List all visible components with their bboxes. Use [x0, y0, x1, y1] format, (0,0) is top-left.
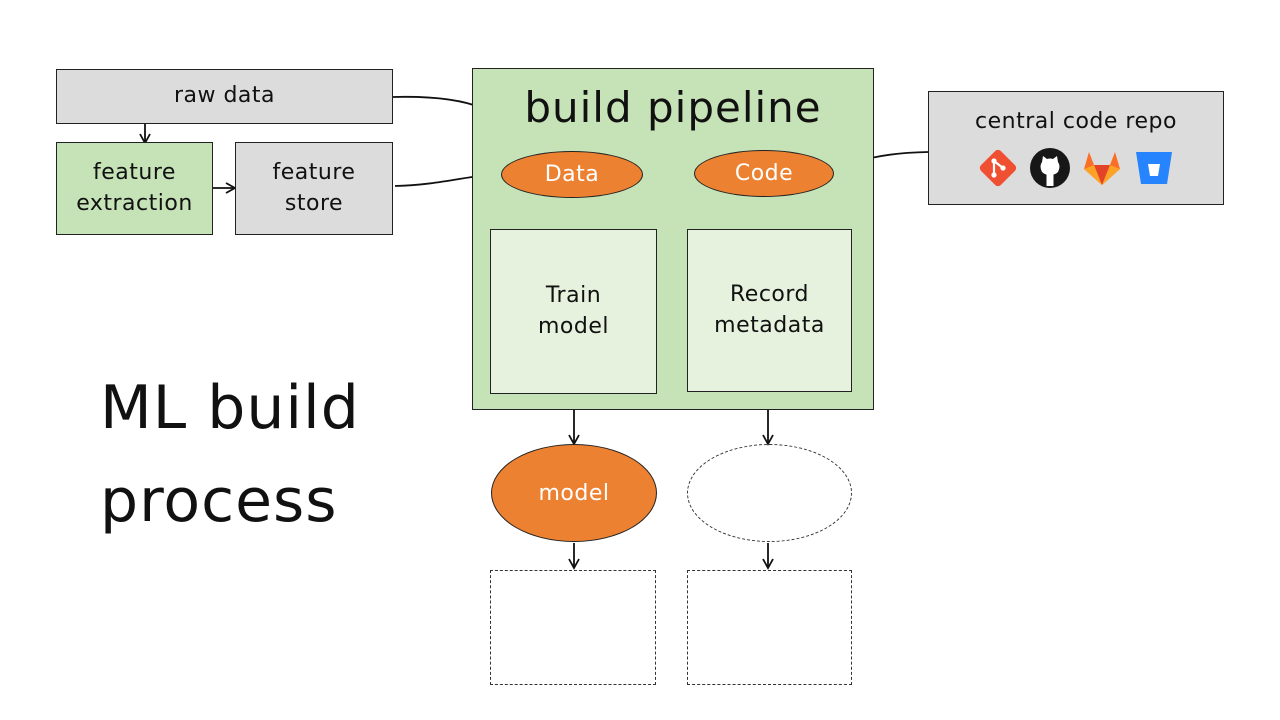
feature-store-label-line2: store [284, 190, 344, 216]
raw-data-node: raw data [56, 69, 393, 124]
central-code-repo-label: central code repo [975, 108, 1177, 134]
metadata-output-box [687, 570, 852, 685]
gitlab-icon [1081, 147, 1123, 189]
data-input-oval: Data [501, 151, 643, 198]
train-model-label-line1: Train [545, 282, 602, 308]
metadata-output-oval [687, 444, 852, 542]
diagram-title-line2: process [100, 466, 338, 536]
code-input-oval: Code [694, 150, 834, 197]
train-model-node: Train model [490, 229, 657, 394]
model-output-box [490, 570, 656, 685]
bitbucket-icon [1133, 147, 1175, 189]
git-icon [977, 147, 1019, 189]
feature-extraction-node: feature extraction [56, 142, 213, 235]
feature-store-node: feature store [235, 142, 393, 235]
code-label: Code [734, 161, 794, 186]
train-model-label-line2: model [537, 313, 609, 339]
github-icon [1029, 147, 1071, 189]
model-output-oval: model [491, 444, 657, 542]
feature-store-label-line1: feature [272, 159, 356, 185]
record-metadata-node: Record metadata [687, 229, 852, 392]
record-metadata-label-line2: metadata [714, 312, 825, 338]
model-label: model [538, 480, 610, 506]
diagram-title-line1: ML build [100, 373, 360, 443]
data-label: Data [544, 162, 600, 187]
record-metadata-label-line1: Record [729, 281, 809, 307]
central-code-repo-node: central code repo [928, 91, 1224, 205]
feature-extraction-label-line2: extraction [76, 190, 193, 216]
build-pipeline-title: build pipeline [524, 83, 822, 132]
raw-data-label: raw data [173, 83, 276, 109]
diagram-title: ML build process [100, 362, 360, 548]
feature-extraction-label-line1: feature [93, 159, 176, 185]
